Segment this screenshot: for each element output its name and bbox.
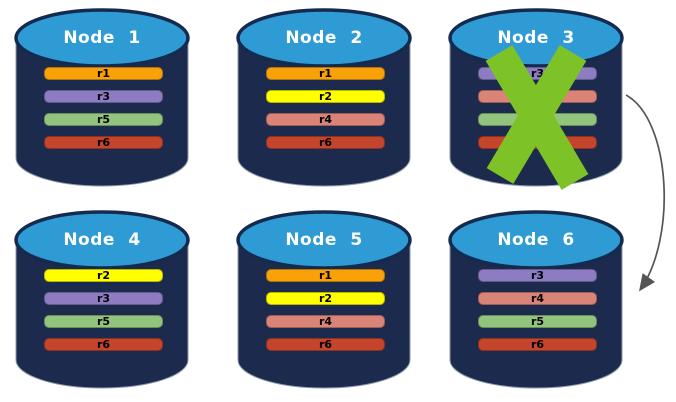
- replica-list: r1 r2 r4 r6: [266, 67, 385, 159]
- replica-bar-r5: r5: [478, 315, 597, 328]
- node-6: Node 6 r3 r4 r5 r6: [447, 208, 625, 394]
- node-2: Node 2 r1 r2 r4 r6: [235, 6, 413, 192]
- replica-bar-r1: r1: [44, 67, 163, 80]
- replica-bar-r5: r5: [44, 315, 163, 328]
- replica-bar-r2: r2: [266, 292, 385, 305]
- replica-bar-r3: r3: [44, 292, 163, 305]
- replica-label: r5: [96, 315, 111, 328]
- replica-bar-r6: r6: [478, 338, 597, 351]
- replica-bar-r6: r6: [44, 136, 163, 149]
- replica-label: r2: [318, 90, 333, 103]
- replica-label: r3: [96, 292, 111, 305]
- replica-label: r4: [318, 315, 333, 328]
- node-title: Node 4: [63, 230, 141, 250]
- node-1: Node 1 r1 r3 r5 r6: [13, 6, 191, 192]
- replica-bar-r1: r1: [266, 67, 385, 80]
- replica-list: r1 r2 r4 r6: [266, 269, 385, 361]
- replica-bar-r2: r2: [44, 269, 163, 282]
- replica-bar-r1: r1: [266, 269, 385, 282]
- replica-label: r4: [530, 292, 545, 305]
- replica-label: r6: [318, 136, 333, 149]
- replica-label: r3: [530, 67, 545, 80]
- replica-label: r5: [530, 315, 545, 328]
- replica-label: r5: [96, 113, 111, 126]
- replica-label: r1: [96, 67, 111, 80]
- replica-bar-r4: r4: [266, 113, 385, 126]
- replica-label: r6: [318, 338, 333, 351]
- replica-label: r4: [318, 113, 333, 126]
- replica-label: r6: [96, 136, 111, 149]
- replica-label: r3: [96, 90, 111, 103]
- replica-label: r6: [530, 338, 545, 351]
- node-title: Node 2: [285, 28, 363, 48]
- node-title: Node 3: [497, 28, 575, 48]
- node-title: Node 1: [63, 28, 141, 48]
- replica-label: r2: [318, 292, 333, 305]
- replica-label: r1: [318, 269, 333, 282]
- replica-list: r1 r3 r5 r6: [44, 67, 163, 159]
- replica-bar-r6: r6: [266, 338, 385, 351]
- replica-bar-r4: r4: [478, 292, 597, 305]
- replica-label: r3: [530, 269, 545, 282]
- node-title: Node 6: [497, 230, 575, 250]
- replica-label: r2: [96, 269, 111, 282]
- replica-bar-r3: r3: [478, 269, 597, 282]
- replica-label: r1: [318, 67, 333, 80]
- node-title: Node 5: [285, 230, 363, 250]
- replica-label: r6: [96, 338, 111, 351]
- failure-x-mark-icon: [485, 45, 589, 190]
- replica-bar-r2: r2: [266, 90, 385, 103]
- replica-list: r3 r4 r5 r6: [478, 269, 597, 361]
- node-4: Node 4 r2 r3 r5 r6: [13, 208, 191, 394]
- node-3-failed: Node 3 r3: [447, 6, 625, 192]
- replica-bar-r3: r3: [44, 90, 163, 103]
- node-5: Node 5 r1 r2 r4 r6: [235, 208, 413, 394]
- replica-bar-r6: r6: [44, 338, 163, 351]
- replica-bar-r5: r5: [44, 113, 163, 126]
- replica-bar-r6: r6: [266, 136, 385, 149]
- replica-list: r2 r3 r5 r6: [44, 269, 163, 361]
- replica-bar-r4: r4: [266, 315, 385, 328]
